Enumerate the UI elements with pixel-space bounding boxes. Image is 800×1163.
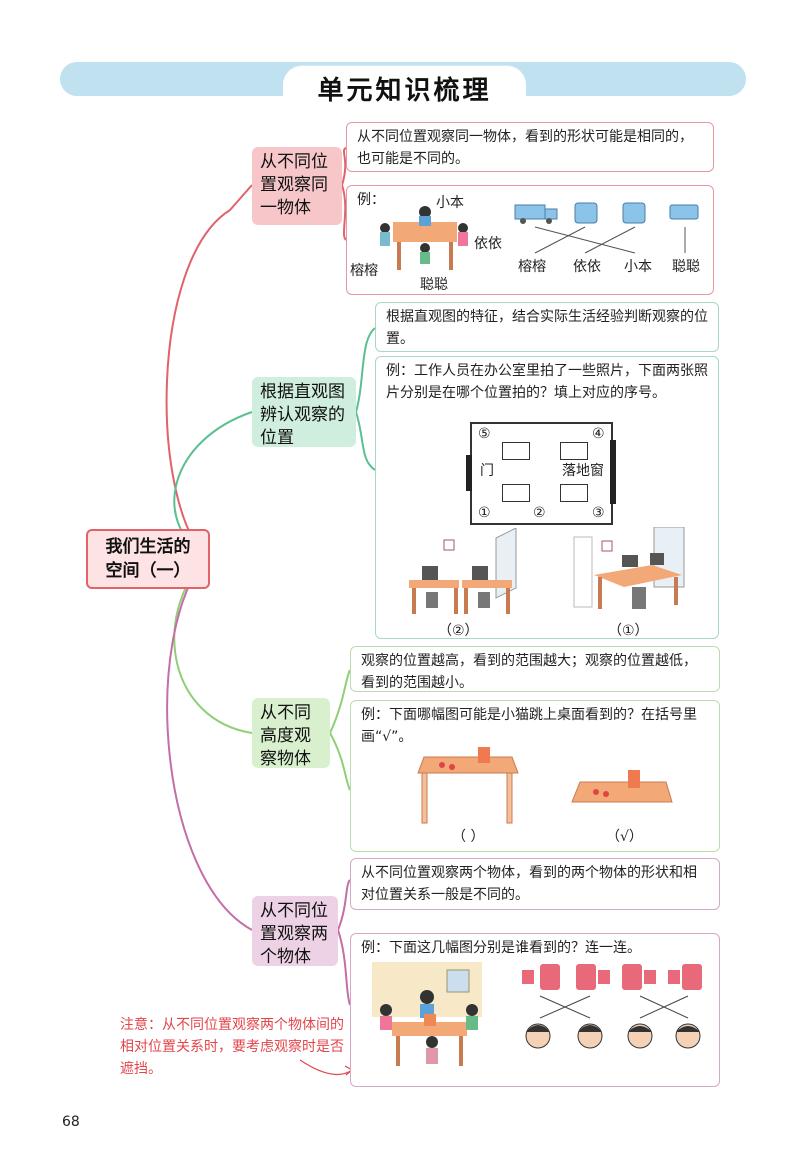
person-rongrong: 榕榕 [350, 263, 378, 279]
branch-same-object: 从不同位 置观察同 一物体 [252, 147, 342, 225]
branch1-example-label: 例： [357, 192, 385, 208]
branch4-line3: 个物体 [260, 947, 311, 967]
desk [502, 442, 530, 460]
branch4-example: 例：下面这几幅图分别是谁看到的？连一连。 [361, 940, 641, 956]
branch2-example: 例：工作人员在办公室里拍了一些照片，下面两张照片分别是在哪个位置拍的？填上对应的… [386, 363, 708, 401]
answer-photo-2: （①） [608, 623, 649, 639]
answer-name-1: 榕榕 [518, 259, 546, 275]
branch3-line2: 高度观 [260, 726, 311, 746]
person-xiaoben: 小本 [436, 195, 464, 211]
position-4: ④ [592, 426, 605, 442]
answer-photo-1: （②） [438, 623, 479, 639]
desk [502, 484, 530, 502]
branch-intuitive-diagram: 根据直观图 辨认观察的 位置 [252, 377, 356, 448]
branch3-statement: 观察的位置越高，看到的范围越大；观察的位置越低，看到的范围越小。 [361, 653, 697, 691]
branch3-line3: 察物体 [260, 749, 311, 769]
branch2-example-box: 例：工作人员在办公室里拍了一些照片，下面两张照片分别是在哪个位置拍的？填上对应的… [375, 356, 719, 639]
desk [560, 442, 588, 460]
page-number: 68 [62, 1114, 80, 1130]
branch2-statement: 根据直观图的特征，结合实际生活经验判断观察的位置。 [386, 309, 708, 347]
position-2: ② [533, 505, 546, 521]
jug-cup-views-matching [522, 964, 702, 1049]
window-marker [610, 440, 616, 504]
position-3: ③ [592, 505, 605, 521]
door-label: 门 [480, 463, 494, 479]
person-congcong: 聪聪 [420, 277, 448, 293]
position-1: ① [478, 505, 491, 521]
table-top-view [571, 770, 673, 803]
branch2-line2: 辨认观察的 [260, 405, 345, 425]
header-tab [283, 66, 526, 104]
person-yiyi: 依依 [474, 236, 502, 252]
root-label-line1: 我们生活的 [105, 537, 191, 557]
branch1-statement-box: 从不同位置观察同一物体，看到的形状可能是相同的，也可能是不同的。 [346, 122, 714, 172]
office-photo-1 [409, 528, 517, 614]
branch1-line3: 一物体 [260, 198, 311, 218]
vehicle-views-matching [514, 202, 699, 254]
branch1-line2: 置观察同 [260, 175, 328, 195]
answer-table-1: （ ） [452, 829, 485, 845]
table-side-view [417, 747, 519, 824]
root-label-line2: 空间（一） [105, 561, 191, 581]
branch-two-objects: 从不同位 置观察两 个物体 [252, 896, 338, 967]
door-marker [466, 455, 472, 491]
desk [560, 484, 588, 502]
branch3-line1: 从不同 [260, 703, 311, 723]
branch3-example-box: 例：下面哪幅图可能是小猫跳上桌面看到的？在括号里画“√”。 [350, 700, 720, 852]
answer-name-4: 聪聪 [672, 259, 700, 275]
branch2-statement-box: 根据直观图的特征，结合实际生活经验判断观察的位置。 [375, 302, 719, 352]
branch4-line2: 置观察两 [260, 924, 328, 944]
branch3-statement-box: 观察的位置越高，看到的范围越大；观察的位置越低，看到的范围越小。 [350, 646, 720, 692]
branch4-statement-box: 从不同位置观察两个物体，看到的两个物体的形状和相对位置关系一般是不同的。 [350, 858, 720, 910]
answer-name-3: 小本 [624, 259, 652, 275]
office-photo-2 [573, 527, 685, 609]
window-label: 落地窗 [562, 463, 604, 479]
page-title: 单元知识梳理 [317, 76, 492, 106]
branch-different-heights: 从不同 高度观 察物体 [252, 698, 330, 769]
answer-table-2: （√） [606, 829, 643, 845]
branch2-line1: 根据直观图 [260, 382, 345, 402]
attention-note: 注意：从不同位置观察两个物体间的相对位置关系时，要考虑观察时是否遮挡。 [120, 1017, 344, 1077]
branch2-line3: 位置 [260, 428, 294, 448]
table-scene-illustration [380, 206, 468, 270]
branch4-line1: 从不同位 [260, 901, 328, 921]
branch1-statement: 从不同位置观察同一物体，看到的形状可能是相同的，也可能是不同的。 [357, 129, 693, 167]
branch4-statement: 从不同位置观察两个物体，看到的两个物体的形状和相对位置关系一般是不同的。 [361, 865, 697, 903]
root-node: 我们生活的 空间（一） [86, 529, 210, 589]
branch1-line1: 从不同位 [260, 152, 328, 172]
position-5: ⑤ [478, 426, 491, 442]
answer-name-2: 依依 [573, 259, 601, 275]
branch3-example: 例：下面哪幅图可能是小猫跳上桌面看到的？在括号里画“√”。 [361, 707, 697, 745]
children-table-illustration [372, 962, 482, 1066]
